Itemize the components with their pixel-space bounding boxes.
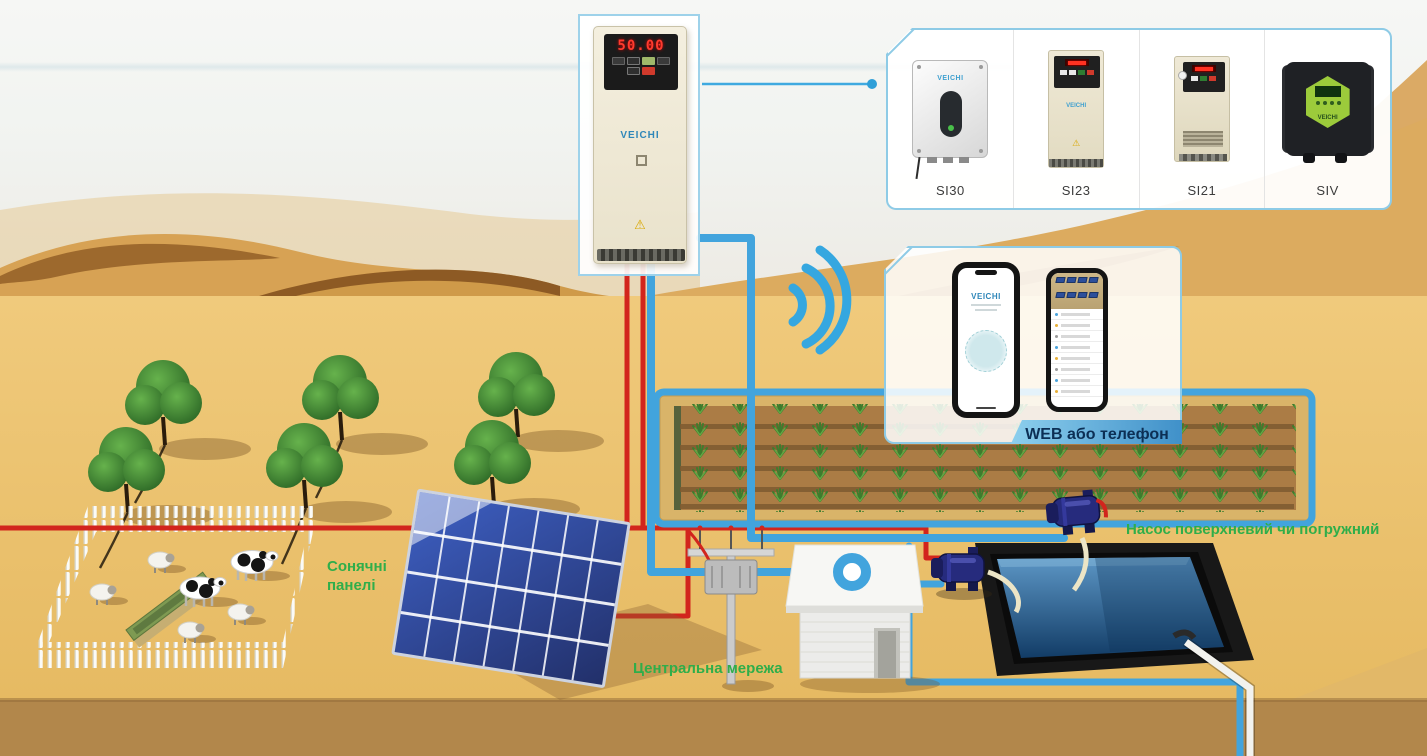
surface-pump [931,547,992,600]
cow [179,576,238,607]
warning-triangle-icon: ⚠ [1072,138,1081,148]
fence-right [283,506,313,668]
pump-house [785,544,940,693]
product-si23: VEICHI ⚠ SI23 [1012,30,1139,208]
orchard-trees [88,352,604,569]
siv-image: VEICHI [1265,44,1390,174]
siv-brand-label: VEICHI [1317,115,1338,121]
inverter-logo-mark [636,155,647,166]
product-si21: SI21 [1138,30,1265,208]
app-graphic-blob [965,330,1007,372]
sheep [227,603,266,625]
water-pool [975,543,1254,676]
up-arrow-key-icon [627,57,640,65]
livestock-pen [38,506,313,668]
app-list-row [1051,309,1103,320]
product-siv: VEICHI SIV [1264,30,1390,208]
warning-triangle-icon: ⚠ [634,217,646,232]
wifi-signal-icon [788,245,852,355]
pipe-inverter-to-pumphouse [647,254,840,576]
tree [266,423,392,565]
phone-app-list [1046,268,1108,412]
app-list-row [1051,320,1103,331]
sheep [177,621,216,643]
tree [125,360,251,504]
app-list-row [1051,375,1103,386]
product-lineup-panel: VEICHI SI30 VEICHI ⚠ SI23 [886,28,1392,210]
product-label: SIV [1316,183,1339,198]
pipe-inverter-to-pump [696,234,1068,542]
pump-hose [1071,536,1089,592]
app-list-row [1051,342,1103,353]
phone-home-bar [976,407,996,409]
inverter-display-value: 50.00 [617,38,665,54]
label-solar-panels: Сонячні панелі [327,558,387,594]
label-central-grid: Центральна мережа [633,660,783,677]
web-phone-badge: WEB або телефон [1008,420,1182,444]
tree [302,355,428,499]
fence-left [38,506,96,668]
power-pole-transformer [686,525,775,692]
sheep [147,551,186,573]
si30-image: VEICHI [888,44,1013,180]
down-arrow-key-icon [627,67,640,75]
solar-array [391,489,762,700]
si21-image [1140,44,1265,174]
cow [230,550,290,581]
monitoring-panel: VEICHI WEB або телефон [884,246,1182,444]
sheep [89,583,128,605]
phone-notch [975,270,997,275]
well-pipe [1172,629,1255,756]
si30-brand-label: VEICHI [937,75,964,82]
product-label: SI23 [1061,183,1091,198]
inverter-key [612,57,625,65]
inverter-keypad [609,57,673,75]
inverter-brand-label: VEICHI [620,130,660,141]
si23-brand-label: VEICHI [1066,103,1087,109]
main-inverter: 50.00 VEICHI ⚠ [593,26,687,264]
app-list-row [1051,353,1103,364]
pump-hose [987,569,1021,614]
connector-line [702,79,877,89]
tree [478,352,604,452]
app-list-row [1051,331,1103,342]
stop-key-icon [642,67,655,75]
product-label: SI30 [936,183,965,198]
phone-app-splash: VEICHI [952,262,1020,418]
inverter-display: 50.00 [604,34,678,90]
fence-front [38,642,283,668]
app-hero-image [1051,273,1103,309]
soil-band [0,648,1427,756]
product-label: SI21 [1187,183,1217,198]
run-key-icon [642,57,655,65]
main-inverter-card: 50.00 VEICHI ⚠ [578,14,700,276]
inverter-key [657,57,670,65]
sky-horizon-band [0,62,1012,72]
surface-pump [1045,489,1108,536]
app-list-row [1051,386,1103,397]
label-pump: Насос поверхневий чи погружний [1126,521,1380,538]
pump-house-ring-icon [833,553,871,591]
product-si30: VEICHI SI30 [888,30,1013,208]
phone-app-brand: VEICHI [971,292,1001,301]
app-list-row [1051,364,1103,375]
si23-image: VEICHI ⚠ [1014,44,1139,174]
inverter-terminal-strip [597,249,685,261]
antenna-icon [915,156,921,180]
